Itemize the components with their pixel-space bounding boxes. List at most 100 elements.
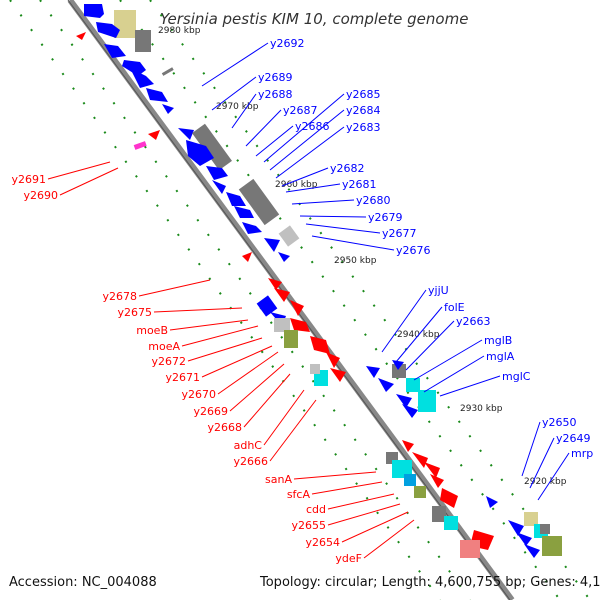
gene-feature[interactable]	[444, 516, 458, 530]
gene-label[interactable]: y2666	[233, 455, 268, 468]
gene-arrow[interactable]	[508, 520, 524, 536]
gene-label[interactable]: folE	[444, 301, 465, 314]
gene-label[interactable]: y2672	[151, 355, 186, 368]
gene-label[interactable]: y2671	[165, 371, 200, 384]
gene-label[interactable]: mglB	[484, 334, 512, 347]
gene-label[interactable]: y2691	[11, 173, 46, 186]
gene-feature[interactable]	[192, 123, 232, 171]
gene-feature[interactable]	[310, 364, 320, 374]
gene-label[interactable]: y2687	[283, 104, 318, 117]
gene-label[interactable]: y2650	[542, 416, 577, 429]
gene-feature[interactable]	[392, 460, 412, 478]
gene-label[interactable]: y2692	[270, 37, 305, 50]
gene-arrow[interactable]	[186, 140, 214, 166]
gene-feature[interactable]	[392, 364, 406, 378]
gene-arrow[interactable]	[242, 222, 262, 234]
gene-label[interactable]: y2678	[102, 290, 137, 303]
gene-feature[interactable]	[284, 330, 298, 348]
gene-label[interactable]: y2670	[181, 388, 216, 401]
gene-label[interactable]: y2685	[346, 88, 381, 101]
gene-feature[interactable]	[418, 390, 436, 412]
gene-label[interactable]: mglA	[486, 350, 515, 363]
gene-label[interactable]: y2686	[295, 120, 330, 133]
gene-arrow[interactable]	[122, 60, 146, 76]
gene-arrow[interactable]	[264, 238, 280, 252]
gene-arrow[interactable]	[242, 252, 252, 262]
gene-label[interactable]: y2679	[368, 211, 403, 224]
gene-arrow[interactable]	[278, 252, 290, 262]
gene-label[interactable]: y2663	[456, 315, 491, 328]
gene-arrow[interactable]	[524, 544, 540, 558]
gene-arrow[interactable]	[226, 192, 246, 206]
gene-label[interactable]: y2677	[382, 227, 417, 240]
gene-arrow[interactable]	[268, 278, 282, 290]
gene-label[interactable]: y2683	[346, 121, 381, 134]
gene-label[interactable]: y2682	[330, 162, 365, 175]
gene-feature[interactable]	[542, 536, 562, 556]
gene-feature[interactable]	[414, 486, 426, 498]
gene-arrow[interactable]	[516, 532, 532, 546]
gene-feature[interactable]	[406, 378, 420, 392]
gene-arrow[interactable]	[486, 496, 498, 508]
gene-feature[interactable]	[274, 318, 290, 332]
gene-label[interactable]: mglC	[502, 370, 531, 383]
gene-label[interactable]: y2654	[305, 536, 340, 549]
gene-arrow[interactable]	[146, 88, 168, 102]
gene-label[interactable]: mrp	[571, 447, 593, 460]
gene-arrow[interactable]	[76, 32, 86, 40]
gene-label[interactable]: y2655	[291, 519, 326, 532]
gene-label[interactable]: cdd	[306, 503, 326, 516]
gene-label[interactable]: moeA	[148, 340, 180, 353]
gene-label[interactable]: y2690	[23, 189, 58, 202]
gene-arrow[interactable]	[178, 128, 194, 140]
gene-label[interactable]: y2668	[207, 421, 242, 434]
gene-label[interactable]: yjjU	[428, 284, 449, 297]
gene-arrow[interactable]	[440, 488, 458, 508]
gene-feature[interactable]	[432, 506, 446, 522]
gene-feature[interactable]	[135, 30, 151, 52]
gene-feature[interactable]	[540, 524, 550, 534]
gene-arrow[interactable]	[290, 300, 304, 316]
gene-feature[interactable]	[278, 225, 300, 247]
gene-arrow[interactable]	[234, 206, 254, 218]
gene-arrow[interactable]	[84, 4, 104, 18]
gene-label[interactable]: y2675	[117, 306, 152, 319]
gene-arrow[interactable]	[290, 318, 310, 332]
gene-arrow[interactable]	[396, 394, 412, 408]
gene-label[interactable]: y2684	[346, 104, 381, 117]
gene-arrow[interactable]	[130, 68, 154, 88]
gene-label[interactable]: moeB	[136, 324, 168, 337]
gene-arrow[interactable]	[430, 474, 444, 488]
gene-feature[interactable]	[404, 474, 416, 486]
gene-label[interactable]: y2680	[356, 194, 391, 207]
gene-arrow[interactable]	[274, 288, 290, 302]
gene-arrow[interactable]	[212, 180, 226, 194]
gene-label[interactable]: adhC	[234, 439, 263, 452]
gene-arrow[interactable]	[412, 452, 428, 468]
gene-arrow[interactable]	[366, 366, 380, 378]
gene-feature[interactable]	[161, 67, 174, 76]
gene-label[interactable]: y2688	[258, 88, 293, 101]
gene-feature[interactable]	[524, 512, 538, 526]
gene-arrow[interactable]	[330, 368, 346, 382]
gene-label[interactable]: y2669	[193, 405, 228, 418]
gene-arrow[interactable]	[402, 440, 414, 452]
gene-label[interactable]: ydeF	[335, 552, 362, 565]
gene-arrow[interactable]	[402, 404, 418, 418]
gene-label[interactable]: sanA	[265, 473, 292, 486]
gene-arrow[interactable]	[326, 352, 340, 368]
gene-label[interactable]: y2649	[556, 432, 591, 445]
gene-feature[interactable]	[460, 540, 480, 558]
gene-arrow[interactable]	[104, 44, 126, 58]
gene-label[interactable]: sfcA	[287, 488, 311, 501]
gene-arrow[interactable]	[206, 166, 228, 180]
gene-label[interactable]: y2681	[342, 178, 377, 191]
gene-arrow[interactable]	[96, 22, 120, 38]
gene-arrow[interactable]	[392, 360, 404, 370]
gene-arrow[interactable]	[378, 378, 394, 392]
gene-feature[interactable]	[238, 178, 280, 226]
gene-arrow[interactable]	[162, 104, 174, 114]
gene-arrow[interactable]	[148, 130, 160, 140]
gene-label[interactable]: y2676	[396, 244, 431, 257]
gene-arrow[interactable]	[424, 462, 440, 478]
